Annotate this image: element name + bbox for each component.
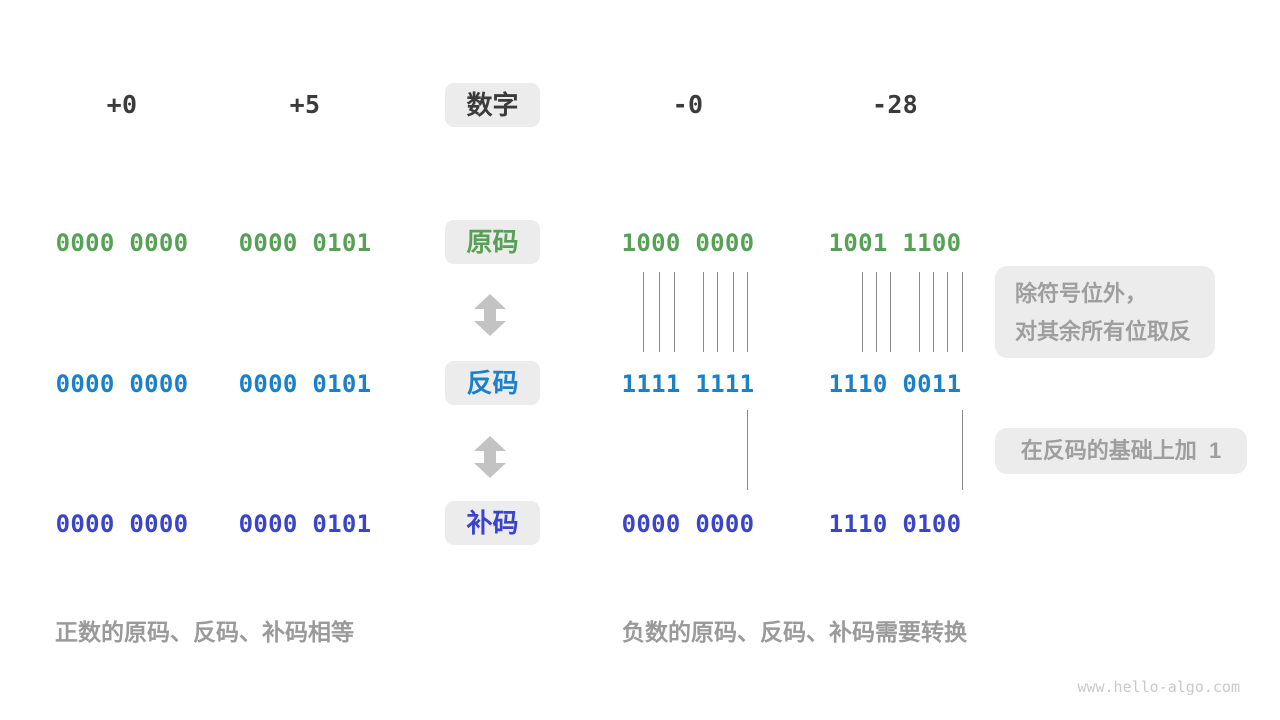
ones-complement-minus-zero: 1111 1111 — [621, 370, 755, 398]
ones-complement-minus-28: 1110 0011 — [828, 370, 962, 398]
arrow-head-down — [474, 321, 506, 336]
twos-complement-minus-28: 1110 0100 — [828, 510, 962, 538]
ones-complement-label: 反码 — [466, 368, 519, 398]
invert-line — [659, 272, 660, 352]
header-label: 数字 — [466, 90, 519, 120]
ones-complement-plus-five: 0000 0101 — [238, 370, 372, 398]
add-one-line — [747, 410, 748, 490]
invert-line — [962, 272, 963, 352]
invert-line — [733, 272, 734, 352]
invert-annotation-line2: 对其余所有位取反 — [1015, 319, 1192, 344]
invert-line — [890, 272, 891, 352]
sign-magnitude-minus-28: 1001 1100 — [828, 229, 962, 257]
twos-complement-label-box: 补码 — [445, 501, 540, 545]
add-one-annotation: 在反码的基础上加 1 — [995, 428, 1247, 474]
twos-complement-minus-zero: 0000 0000 — [621, 510, 755, 538]
sign-magnitude-plus-zero: 0000 0000 — [55, 229, 189, 257]
caption-positive-numbers: 正数的原码、反码、补码相等 — [55, 619, 354, 645]
invert-line — [643, 272, 644, 352]
invert-line — [933, 272, 934, 352]
invert-line — [674, 272, 675, 352]
invert-line — [947, 272, 948, 352]
arrow-head-up — [474, 294, 506, 309]
add-one-line — [962, 410, 963, 490]
twos-complement-label: 补码 — [466, 508, 519, 538]
caption-negative-numbers: 负数的原码、反码、补码需要转换 — [622, 619, 967, 645]
header-label-box: 数字 — [445, 83, 540, 127]
sign-magnitude-plus-five: 0000 0101 — [238, 229, 372, 257]
header-value-plus-zero: +0 — [106, 90, 138, 119]
invert-line — [717, 272, 718, 352]
updown-arrow-icon — [474, 294, 506, 336]
invert-line — [703, 272, 704, 352]
invert-annotation: 除符号位外， 对其余所有位取反 — [995, 266, 1215, 358]
sign-magnitude-label-box: 原码 — [445, 220, 540, 264]
invert-line — [876, 272, 877, 352]
invert-line — [919, 272, 920, 352]
invert-line — [747, 272, 748, 352]
updown-arrow-icon — [474, 436, 506, 478]
twos-complement-plus-zero: 0000 0000 — [55, 510, 189, 538]
header-value-plus-five: +5 — [289, 90, 321, 119]
header-value-minus-zero: -0 — [672, 90, 704, 119]
arrow-shaft — [484, 309, 496, 321]
twos-complement-plus-five: 0000 0101 — [238, 510, 372, 538]
invert-annotation-line1: 除符号位外， — [1015, 281, 1148, 306]
header-value-minus-28: -28 — [871, 90, 919, 119]
arrow-shaft — [484, 451, 496, 463]
invert-line — [862, 272, 863, 352]
sign-magnitude-minus-zero: 1000 0000 — [621, 229, 755, 257]
ones-complement-label-box: 反码 — [445, 361, 540, 405]
arrow-head-up — [474, 436, 506, 451]
watermark: www.hello-algo.com — [1077, 678, 1240, 696]
arrow-head-down — [474, 463, 506, 478]
ones-complement-plus-zero: 0000 0000 — [55, 370, 189, 398]
sign-magnitude-label: 原码 — [466, 227, 519, 257]
